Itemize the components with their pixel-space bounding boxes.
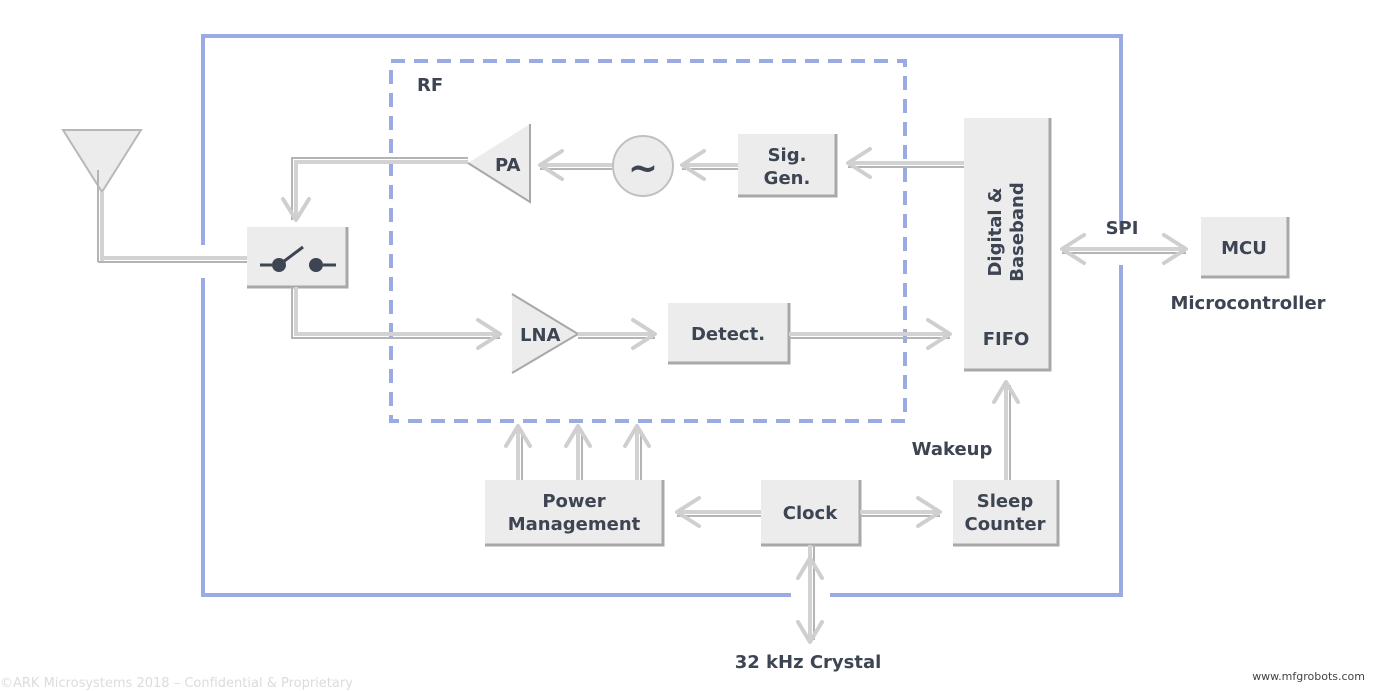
svg-text:FIFO: FIFO bbox=[983, 329, 1030, 350]
faded-footer-text: ©ARK Microsystems 2018 – Confidential & … bbox=[0, 676, 353, 691]
antenna-icon bbox=[61, 129, 143, 262]
spi-label: SPI bbox=[1106, 218, 1139, 239]
lna-amplifier: LNA bbox=[511, 293, 580, 374]
svg-text:Clock: Clock bbox=[783, 503, 838, 524]
watermark-text: www.mfgrobots.com bbox=[1252, 670, 1365, 683]
power-arrows bbox=[504, 424, 651, 480]
pa-amplifier: PA bbox=[467, 124, 531, 204]
svg-text:Gen.: Gen. bbox=[764, 168, 811, 189]
chip-border bbox=[201, 34, 1123, 597]
svg-text:Sleep: Sleep bbox=[977, 491, 1034, 512]
mcu-block: MCU bbox=[1201, 217, 1290, 279]
power-management-block: Power Management bbox=[485, 480, 665, 547]
svg-text:~: ~ bbox=[628, 148, 658, 189]
svg-text:Sig.: Sig. bbox=[768, 145, 807, 166]
svg-text:Management: Management bbox=[508, 514, 641, 535]
rf-section-label: RF bbox=[417, 75, 443, 96]
svg-text:Counter: Counter bbox=[965, 514, 1046, 535]
svg-text:LNA: LNA bbox=[520, 325, 561, 346]
wakeup-label: Wakeup bbox=[912, 439, 993, 460]
microcontroller-label: Microcontroller bbox=[1170, 293, 1325, 314]
svg-text:MCU: MCU bbox=[1221, 238, 1267, 259]
sleep-counter-block: Sleep Counter bbox=[953, 480, 1060, 547]
crystal-label: 32 kHz Crystal bbox=[735, 652, 882, 673]
svg-text:Power: Power bbox=[542, 491, 605, 512]
svg-text:Baseband: Baseband bbox=[1007, 182, 1028, 282]
tr-switch-block bbox=[247, 227, 349, 289]
sig-gen-block: Sig. Gen. bbox=[738, 134, 838, 198]
oscillator-icon: ~ bbox=[612, 135, 674, 197]
svg-text:Digital &: Digital & bbox=[985, 187, 1006, 276]
clock-block: Clock bbox=[761, 480, 862, 547]
detect-block: Detect. bbox=[668, 303, 791, 365]
svg-text:PA: PA bbox=[495, 155, 521, 176]
rf-section-border bbox=[389, 59, 907, 423]
svg-text:Detect.: Detect. bbox=[691, 324, 765, 345]
digital-baseband-block: Digital & Baseband FIFO bbox=[964, 118, 1052, 372]
